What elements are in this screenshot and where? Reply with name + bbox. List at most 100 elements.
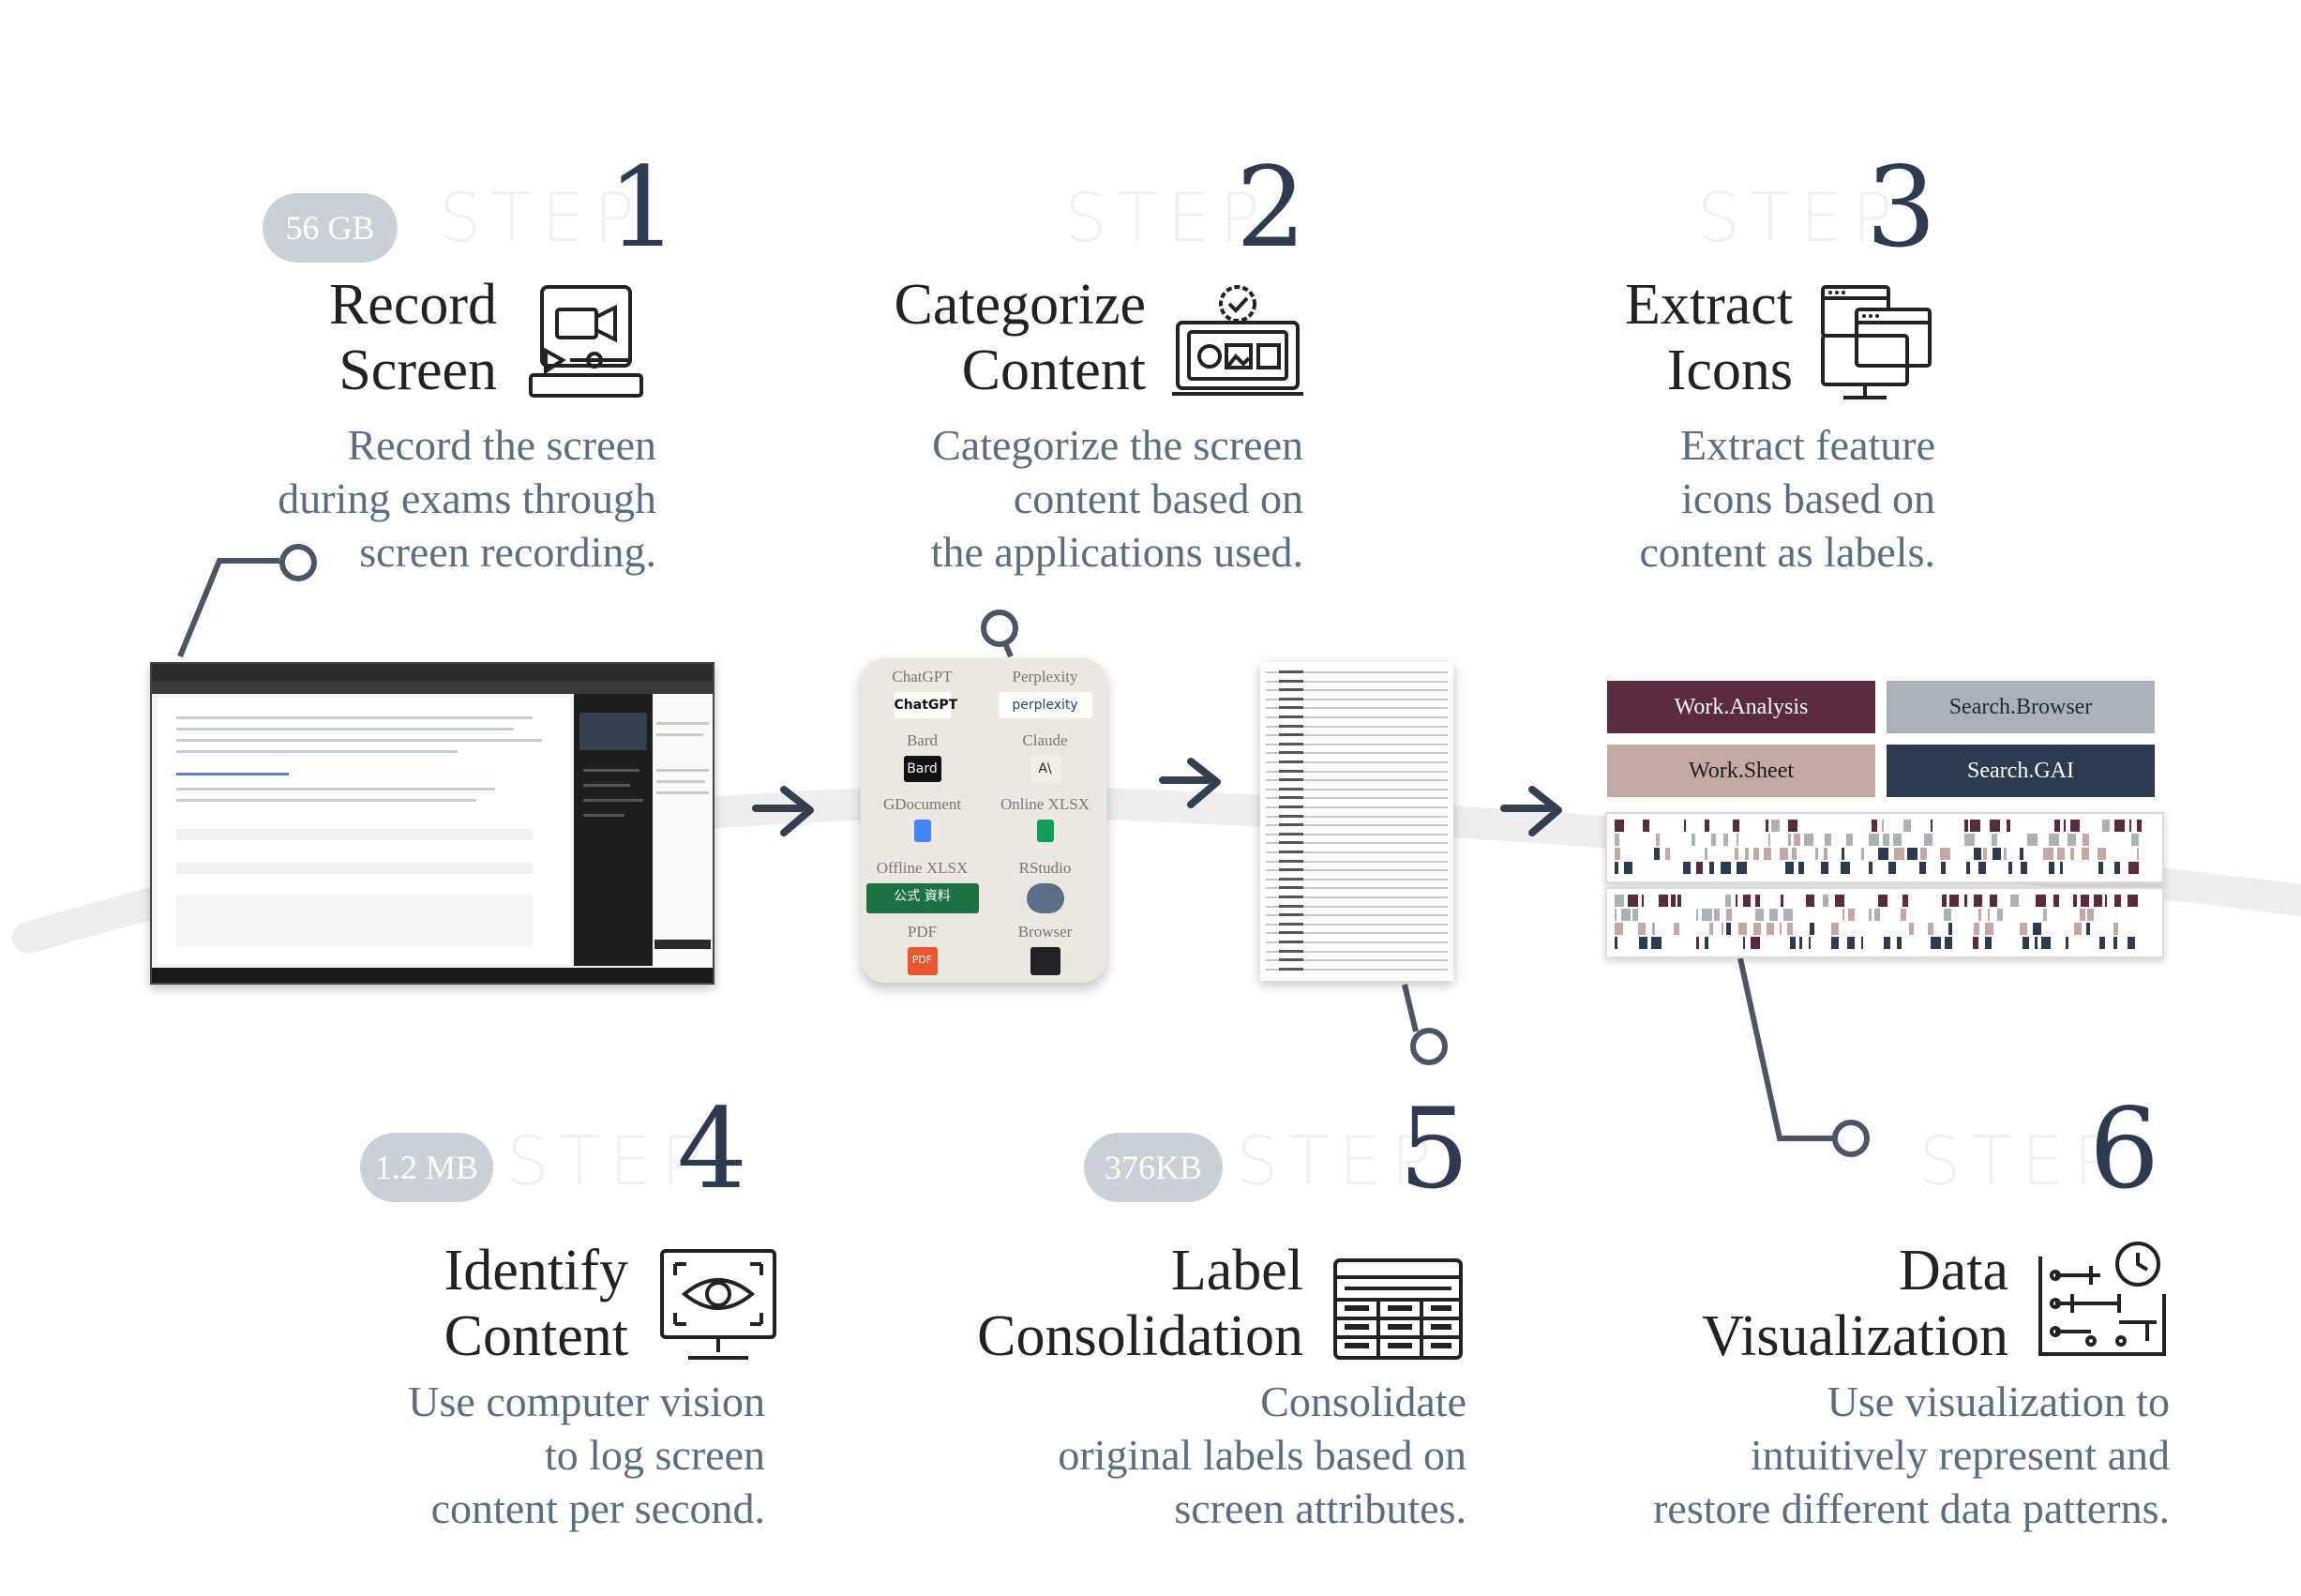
timeline-segment <box>1941 862 1946 874</box>
table-cell-marker <box>1279 670 1303 673</box>
table-row <box>1266 761 1448 763</box>
timeline-segment <box>1615 937 1617 949</box>
timeline-segment <box>1861 848 1864 860</box>
step2-desc-line: the applications used. <box>930 528 1303 576</box>
timeline-segment <box>1846 834 1853 846</box>
step2-desc-line: Categorize the screen <box>932 421 1303 469</box>
timeline-segment <box>1753 923 1761 935</box>
step2-title: Categorize Content <box>825 272 1146 403</box>
table-cell-marker <box>1279 832 1303 836</box>
timeline-segment <box>1993 848 2001 860</box>
timeline-segment <box>2094 895 2102 907</box>
timeline-segment <box>1835 895 1844 907</box>
table-cell-marker <box>1279 931 1303 935</box>
step5-word: STEP <box>1236 1122 1441 1200</box>
timeline-segment <box>1825 834 1831 846</box>
timeline-segment <box>1945 937 1952 949</box>
table-row <box>1266 770 1448 773</box>
table-cell-marker <box>1279 742 1303 745</box>
timeline-segment <box>2057 848 2065 860</box>
step6-title-line: Visualization <box>1702 1304 2008 1368</box>
timeline-segment <box>1902 895 1908 907</box>
app-name: Online XLSX <box>1000 795 1090 813</box>
step1-desc-line: Record the screen <box>347 421 656 469</box>
timeline-segment <box>1990 895 1997 907</box>
step1-desc-line: screen recording. <box>359 528 656 576</box>
timeline-segment <box>1737 862 1747 874</box>
table-cell-marker <box>1279 823 1303 827</box>
timeline-segment <box>1769 909 1778 921</box>
step1-description: Record the screen during exams through s… <box>169 418 656 579</box>
chat-panel <box>653 694 713 966</box>
timeline-segment <box>1705 937 1708 949</box>
table-row <box>1266 680 1448 683</box>
step6-description: Use visualization to intuitively represe… <box>1594 1375 2170 1535</box>
timeline-segment <box>2113 937 2117 949</box>
timeline-segment <box>1642 895 1644 907</box>
timeline-chart-1 <box>1605 812 2164 883</box>
timeline-segment <box>2073 895 2077 907</box>
timeline-segment <box>1897 937 1902 949</box>
step5-title-line: Label <box>1170 1239 1303 1302</box>
timeline-segment <box>1809 937 1811 949</box>
timeline-segment <box>1978 862 1986 874</box>
timeline-segment <box>2064 820 2066 832</box>
timeline-segment <box>1736 895 1737 907</box>
timeline-segment <box>1652 923 1655 935</box>
step4-desc-line: Use computer vision <box>408 1378 765 1425</box>
timeline-segment <box>2043 909 2047 921</box>
timeline-segment <box>1632 909 1638 921</box>
table-cell-marker <box>1279 958 1303 962</box>
timeline-segment <box>1848 909 1855 921</box>
table-cell-marker <box>1279 922 1303 926</box>
categorize-monitor-icon <box>1172 285 1303 396</box>
timeline-segment <box>2087 909 2094 921</box>
step2-description: Categorize the screen content based on t… <box>806 418 1303 579</box>
timeline-segment <box>1767 923 1774 935</box>
timeline-segment <box>1931 820 1933 832</box>
timeline-segment <box>1743 937 1745 949</box>
google-docs-icon <box>913 820 931 842</box>
timeline-segment <box>1869 909 1872 921</box>
timeline-segment <box>1792 848 1797 860</box>
step4-word: STEP <box>506 1122 712 1200</box>
table-cell-marker <box>1279 967 1303 971</box>
app-rstudio: RStudio <box>984 859 1106 913</box>
timeline-segment <box>2114 820 2125 832</box>
table-cell-marker <box>1279 841 1303 845</box>
timeline-segment <box>1901 909 1906 921</box>
table-row <box>1266 815 1448 818</box>
timeline-segment <box>1696 909 1698 921</box>
timeline-segment <box>1878 895 1887 907</box>
timeline-segment <box>2102 820 2110 832</box>
table-row <box>1266 806 1448 808</box>
step1-size-badge: 56 GB <box>263 193 398 263</box>
table-cell-marker <box>1279 877 1303 881</box>
step4-desc-line: to log screen <box>544 1431 765 1479</box>
timeline-segment <box>1831 923 1839 935</box>
step2-title-line: Content <box>961 339 1146 402</box>
table-row <box>1266 887 1448 890</box>
app-gdocument: GDocument <box>861 795 984 842</box>
step6-word: STEP <box>1918 1122 2124 1200</box>
table-row <box>1266 833 1448 836</box>
table-row <box>1266 779 1448 782</box>
timeline-segment <box>1804 834 1813 846</box>
timeline-segment <box>2007 820 2010 832</box>
table-row <box>1266 671 1448 673</box>
timeline-segment <box>2137 820 2142 832</box>
timeline-segment <box>2033 923 2041 935</box>
timeline-segment <box>2053 895 2059 907</box>
table-cell-marker <box>1279 769 1303 773</box>
arrow-right-icon <box>1500 786 1562 836</box>
timeline-segment <box>1882 820 1884 832</box>
label-search-browser: Search.Browser <box>1887 681 2155 733</box>
timeline-segment <box>1942 895 1947 907</box>
timeline-segment <box>1615 834 1619 846</box>
